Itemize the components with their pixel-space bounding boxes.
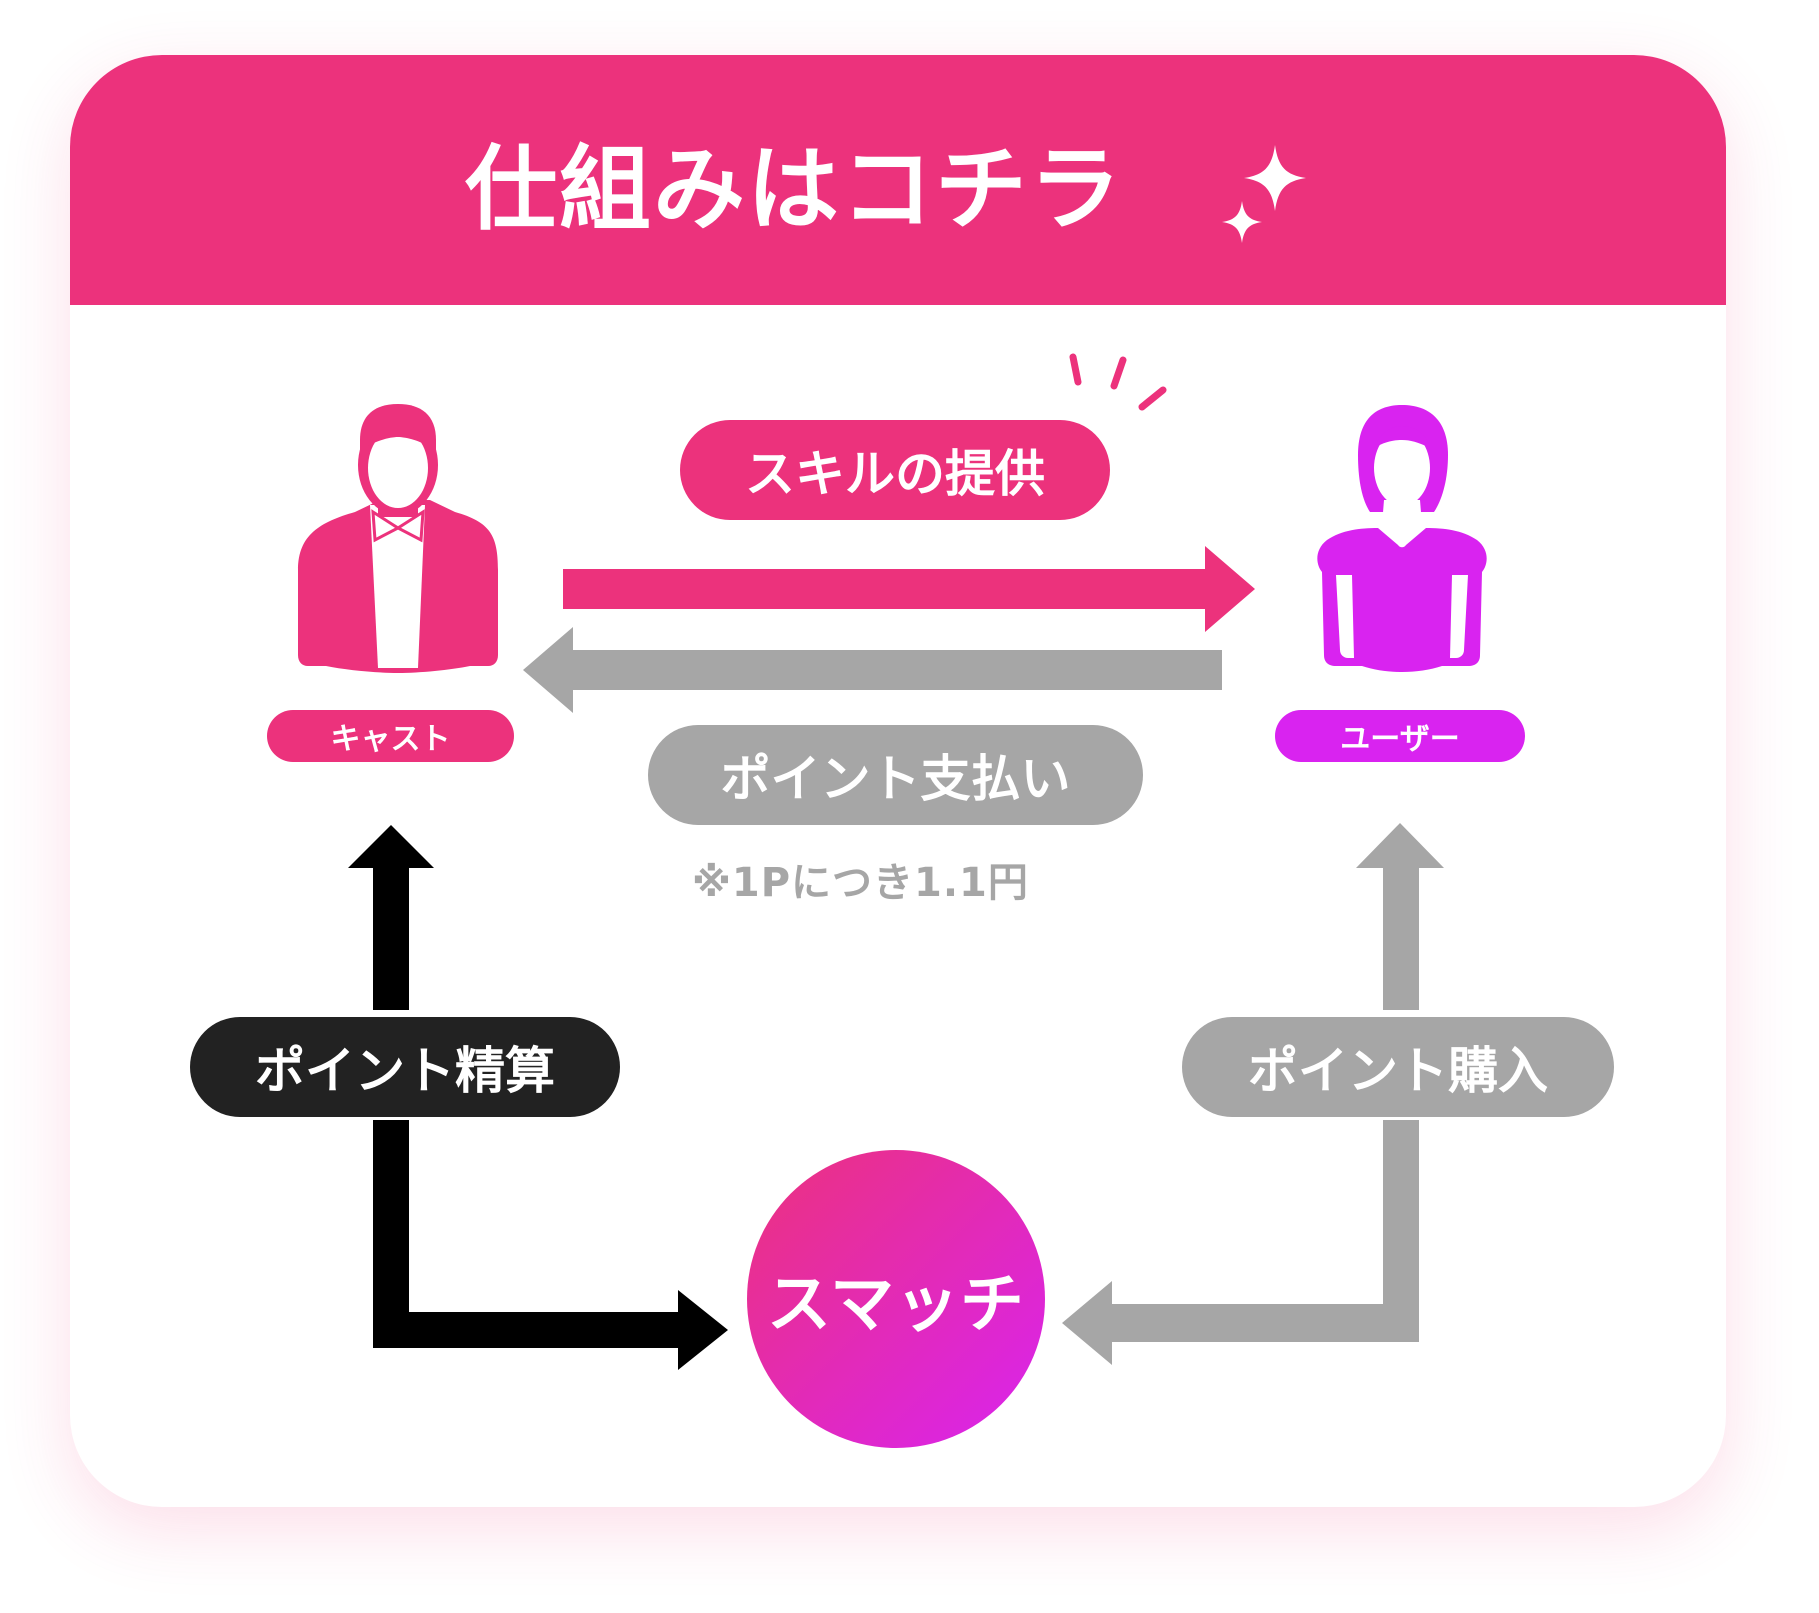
user-label: ユーザー: [1275, 710, 1525, 762]
skill-pill: スキルの提供: [680, 420, 1110, 520]
header-bar: [70, 55, 1726, 305]
sparkle-icon: [1222, 145, 1306, 243]
purchase-arrow-up: [1356, 823, 1444, 1010]
user-person-icon: [1317, 405, 1487, 672]
payment-note: ※1Pにつき1.1円: [692, 860, 1029, 906]
payment-arrow: [523, 627, 1222, 713]
cast-person-icon: [298, 404, 498, 673]
skill-arrow: [563, 546, 1255, 632]
cast-label: キャスト: [267, 710, 514, 762]
purchase-pill: ポイント購入: [1182, 1017, 1614, 1117]
emphasis-lines-icon: [1069, 353, 1167, 411]
settlement-arrow-right: [373, 1120, 728, 1370]
purchase-arrow-left: [1062, 1120, 1419, 1365]
payment-pill: ポイント支払い: [648, 725, 1143, 825]
page-title: 仕組みはコチラ: [465, 136, 1124, 243]
smatch-circle: スマッチ: [747, 1150, 1045, 1448]
settlement-pill: ポイント精算: [190, 1017, 620, 1117]
smatch-label: スマッチ: [766, 1268, 1026, 1342]
settlement-arrow-up: [348, 825, 434, 1010]
